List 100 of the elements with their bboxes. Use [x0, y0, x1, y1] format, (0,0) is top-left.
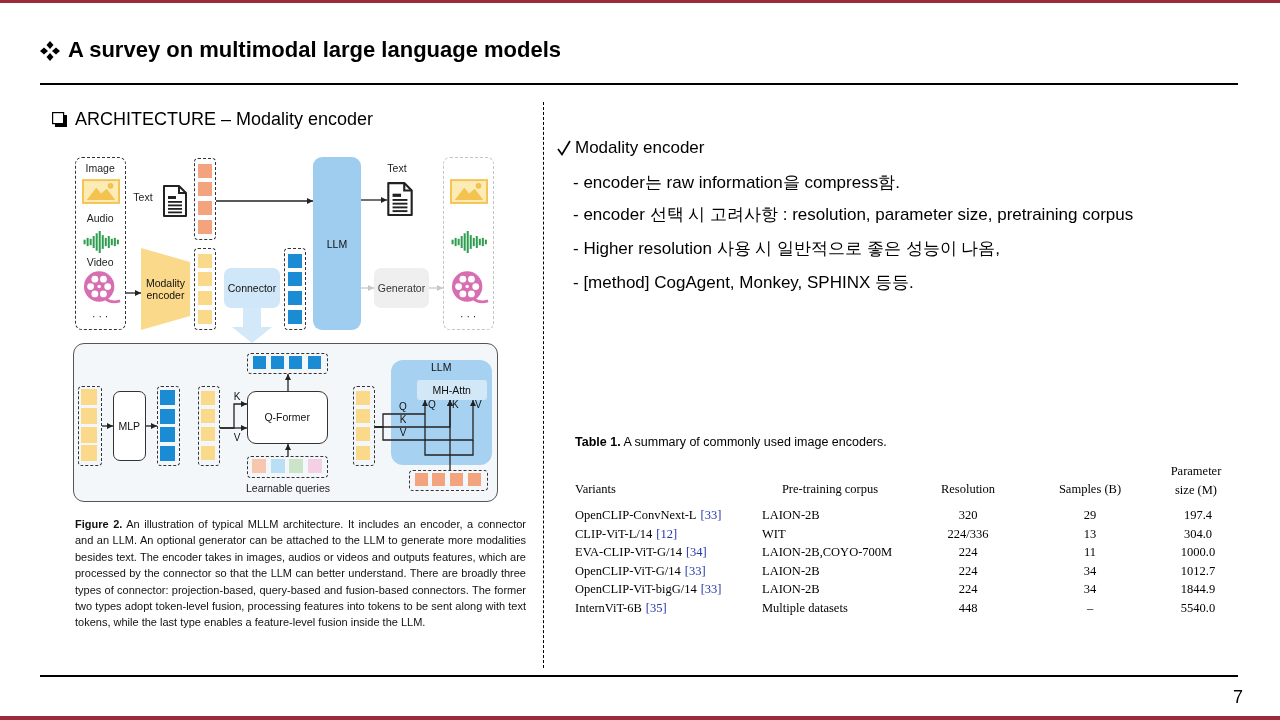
edge-label: V: [233, 433, 241, 443]
arrow: [374, 399, 476, 441]
table-cell: OpenCLIP-ConvNext-L: [575, 507, 697, 523]
edge-label: Q: [399, 402, 407, 412]
table-cell: OpenCLIP-ViT-bigG/14: [575, 581, 697, 598]
arrow: [285, 373, 291, 392]
connector-box: Connector: [224, 268, 280, 308]
encoder-trapezoid: Modality encoder: [141, 248, 190, 330]
table-cell: OpenCLIP-ViT-G/14: [575, 562, 681, 579]
slide-title: A survey on multimodal large language models: [68, 36, 562, 64]
table-cell: 13: [1083, 525, 1097, 542]
q-former-box: Q-Former: [246, 390, 328, 444]
port-label: K: [452, 400, 459, 410]
table-cell: LAION-2B: [762, 581, 820, 598]
query-token-row: [246, 455, 328, 478]
token-column: [77, 385, 102, 466]
edge-label: K: [233, 392, 241, 402]
table-cell: 1012.7: [1180, 562, 1216, 579]
arrow: [360, 285, 375, 291]
citation-number: [12]: [656, 525, 678, 542]
arrow: [360, 197, 388, 203]
table-cell: 224: [958, 581, 978, 598]
table-cell: 224: [958, 562, 978, 579]
connector-types-panel: [73, 343, 498, 502]
port-label: Q: [428, 400, 436, 410]
attention-box: MH-Attn: [416, 379, 487, 400]
token-column: [156, 385, 180, 466]
token-row: [246, 352, 328, 374]
table-cell: 197.4: [1183, 507, 1213, 523]
token-column: [194, 248, 216, 330]
table-cell: 34: [1083, 581, 1097, 598]
arrow: [285, 443, 291, 457]
table-cell: 224/336: [947, 525, 989, 542]
citation-number: [34]: [685, 544, 707, 561]
block-arrow: [232, 308, 272, 343]
token-column: [352, 385, 375, 466]
column-header: Resolution: [940, 481, 996, 497]
figure-caption: Figure 2. An illustration of typical MLLM architecture. It includes an encoder, a connector and an LLM. An optional generator can be attached to the LLM to generate more modalities besides text. The encoder takes in images, audios or videos and outputs features, which are processed by the connector so that the LLM can better understand. There are broadly three types of connector: projection-based, query-based and fusion-based connectors. The former two types adopt token-level fusion, processing features into tokens to be sent along with text tokens, while the last type enables a feature-level fusion inside the LLM.: [75, 517, 526, 631]
token-column: [194, 158, 216, 240]
node-caption: Text: [387, 162, 407, 175]
arrow: [219, 425, 248, 431]
edge-label: K: [399, 415, 407, 425]
edge-label: V: [399, 428, 407, 438]
modality-label: Audio: [86, 212, 114, 225]
node-caption: Text: [133, 191, 153, 204]
table-cell: LAION-2B: [762, 507, 820, 523]
llm-block: [390, 359, 492, 465]
column-header: Samples (B): [1058, 481, 1122, 497]
modality-label: Video: [86, 256, 114, 269]
table-cell: LAION-2B: [762, 562, 820, 579]
citation-number: [35]: [645, 600, 667, 616]
bullet-text: - Higher resolution 사용 시 일반적으로 좋은 성능이 나옴,: [573, 238, 1000, 260]
table-cell: CLIP-ViT-L/14: [575, 525, 653, 542]
ellipsis-text: · · ·: [460, 310, 477, 323]
table-cell: 448: [958, 600, 978, 616]
input-panel: [75, 157, 126, 330]
table-cell: 304.0: [1183, 525, 1213, 542]
citation-number: [33]: [700, 581, 722, 598]
table-cell: 1844.9: [1180, 581, 1216, 598]
column-header: Parameter size (M): [1169, 463, 1223, 499]
arrow: [428, 285, 444, 291]
column-header: Pre-training corpus: [781, 481, 879, 497]
bullet-text: - encoder 선택 시 고려사항 : resolution, parameter size, pretraining corpus: [573, 204, 1134, 226]
generator-box: Generator: [374, 268, 429, 308]
arrow: [125, 290, 142, 296]
citation-number: [33]: [684, 562, 706, 579]
table-cell: LAION-2B,COYO-700M: [762, 544, 893, 561]
table-cell: InternViT-6B: [575, 600, 642, 616]
citation-number: [33]: [700, 507, 722, 523]
table-cell: 34: [1083, 562, 1097, 579]
token-row: [408, 469, 488, 491]
node-label: LLM: [430, 360, 452, 374]
table-cell: Multiple datasets: [762, 600, 848, 616]
table-cell: 224: [958, 544, 978, 561]
section-heading: Modality encoder: [575, 137, 705, 159]
bullet-text: - encoder는 raw information을 compress함.: [573, 172, 900, 194]
ellipsis-text: · · ·: [92, 310, 109, 323]
table-cell: WIT: [762, 525, 786, 542]
column-header: Variants: [575, 481, 616, 497]
document-icon: [163, 185, 187, 217]
node-caption: Learnable queries: [245, 482, 331, 495]
page-number: 7: [1233, 686, 1243, 708]
arrow: [145, 423, 158, 429]
bullet-text: - [method] CogAgent, Monkey, SPHINX 등등.: [573, 272, 914, 294]
llm-block: LLM: [313, 157, 361, 330]
table-cell: 5540.0: [1180, 600, 1216, 616]
output-panel: [443, 157, 494, 330]
table-caption: Table 1. A summary of commonly used image encoders.: [575, 434, 887, 450]
mlp-box: MLP: [112, 390, 146, 461]
arrow: [447, 399, 453, 471]
arrow: [215, 198, 314, 204]
modality-label: Image: [85, 162, 115, 175]
document-icon: [387, 182, 413, 216]
table-cell: 1000.0: [1180, 544, 1216, 561]
table-cell: 320: [958, 507, 978, 523]
token-column: [197, 385, 220, 466]
table-cell: 29: [1083, 507, 1097, 523]
arrow: [101, 423, 114, 429]
token-column: [284, 248, 306, 330]
section-heading: ARCHITECTURE – Modality encoder: [75, 108, 374, 131]
